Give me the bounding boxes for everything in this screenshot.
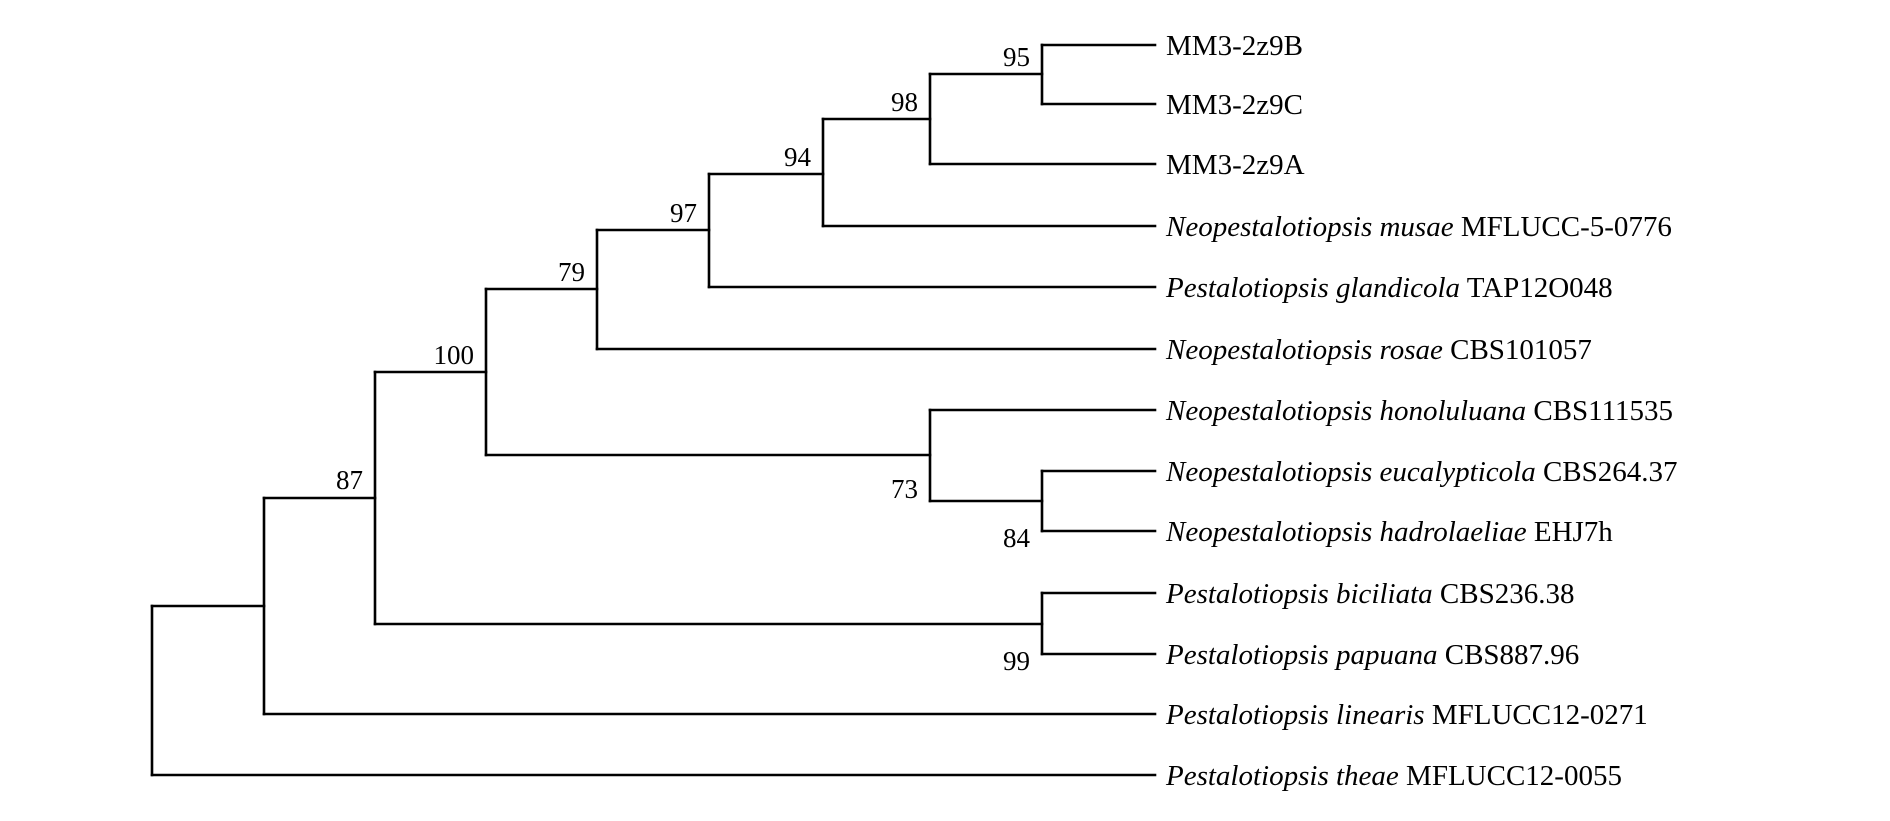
taxon-species: Pestalotiopsis papuana (1165, 639, 1437, 671)
taxon-label: Pestalotiopsis papuana CBS887.96 (1165, 639, 1579, 671)
taxon-label: Pestalotiopsis linearis MFLUCC12-0271 (1165, 699, 1648, 731)
support-value: 87 (336, 465, 363, 495)
support-value: 97 (670, 198, 697, 228)
taxon-strain: CBS111535 (1533, 395, 1673, 427)
taxon-species: Pestalotiopsis theae (1165, 760, 1399, 792)
taxon-species: Pestalotiopsis biciliata (1165, 578, 1433, 610)
taxon-strain: MM3-2z9C (1166, 89, 1303, 121)
support-value: 94 (784, 142, 812, 172)
taxon-label: MM3-2z9C (1166, 89, 1303, 121)
taxon-species: Neopestalotiopsis honoluluana (1165, 395, 1526, 427)
taxon-label: Neopestalotiopsis rosae CBS101057 (1165, 334, 1592, 366)
taxon-species: Neopestalotiopsis rosae (1165, 334, 1443, 366)
support-value: 99 (1003, 646, 1030, 676)
taxon-strain: MFLUCC-5-0776 (1461, 211, 1672, 243)
taxon-label: Pestalotiopsis theae MFLUCC12-0055 (1165, 760, 1622, 792)
taxon-label: MM3-2z9B (1166, 30, 1303, 62)
taxon-strain: MM3-2z9A (1166, 149, 1305, 181)
taxon-label: Neopestalotiopsis eucalypticola CBS264.3… (1165, 456, 1678, 488)
taxon-label: Neopestalotiopsis honoluluana CBS111535 (1165, 395, 1673, 427)
taxon-label: MM3-2z9A (1166, 149, 1305, 181)
support-value: 95 (1003, 42, 1030, 72)
support-value: 100 (434, 340, 475, 370)
support-value: 84 (1003, 523, 1031, 553)
taxon-label: Pestalotiopsis glandicola TAP12O048 (1165, 272, 1613, 304)
taxon-strain: CBS101057 (1450, 334, 1592, 366)
taxon-label: Neopestalotiopsis musae MFLUCC-5-0776 (1165, 211, 1672, 243)
taxon-strain: EHJ7h (1534, 516, 1613, 548)
taxon-strain: MFLUCC12-0271 (1432, 699, 1648, 731)
taxon-strain: TAP12O048 (1467, 272, 1613, 304)
support-value: 98 (891, 87, 918, 117)
taxon-species: Neopestalotiopsis hadrolaeliae (1165, 516, 1527, 548)
taxon-strain: CBS236.38 (1440, 578, 1575, 610)
taxon-species: Neopestalotiopsis musae (1165, 211, 1454, 243)
support-value: 79 (558, 257, 585, 287)
taxon-strain: MFLUCC12-0055 (1406, 760, 1622, 792)
taxon-strain: CBS887.96 (1445, 639, 1580, 671)
taxon-label: Pestalotiopsis biciliata CBS236.38 (1165, 578, 1574, 610)
taxon-species: Pestalotiopsis glandicola (1165, 272, 1460, 304)
tree-branches (150, 43, 1157, 777)
support-values: 95 98 94 97 79 100 73 84 99 87 (336, 42, 1031, 676)
support-value: 73 (891, 474, 918, 504)
taxon-strain: MM3-2z9B (1166, 30, 1303, 62)
taxon-species: Neopestalotiopsis eucalypticola (1165, 456, 1536, 488)
taxon-label: Neopestalotiopsis hadrolaeliae EHJ7h (1165, 516, 1613, 548)
taxon-strain: CBS264.37 (1543, 456, 1678, 488)
taxon-labels: MM3-2z9B MM3-2z9C MM3-2z9A Neopestalotio… (1165, 30, 1678, 792)
taxon-species: Pestalotiopsis linearis (1165, 699, 1425, 731)
